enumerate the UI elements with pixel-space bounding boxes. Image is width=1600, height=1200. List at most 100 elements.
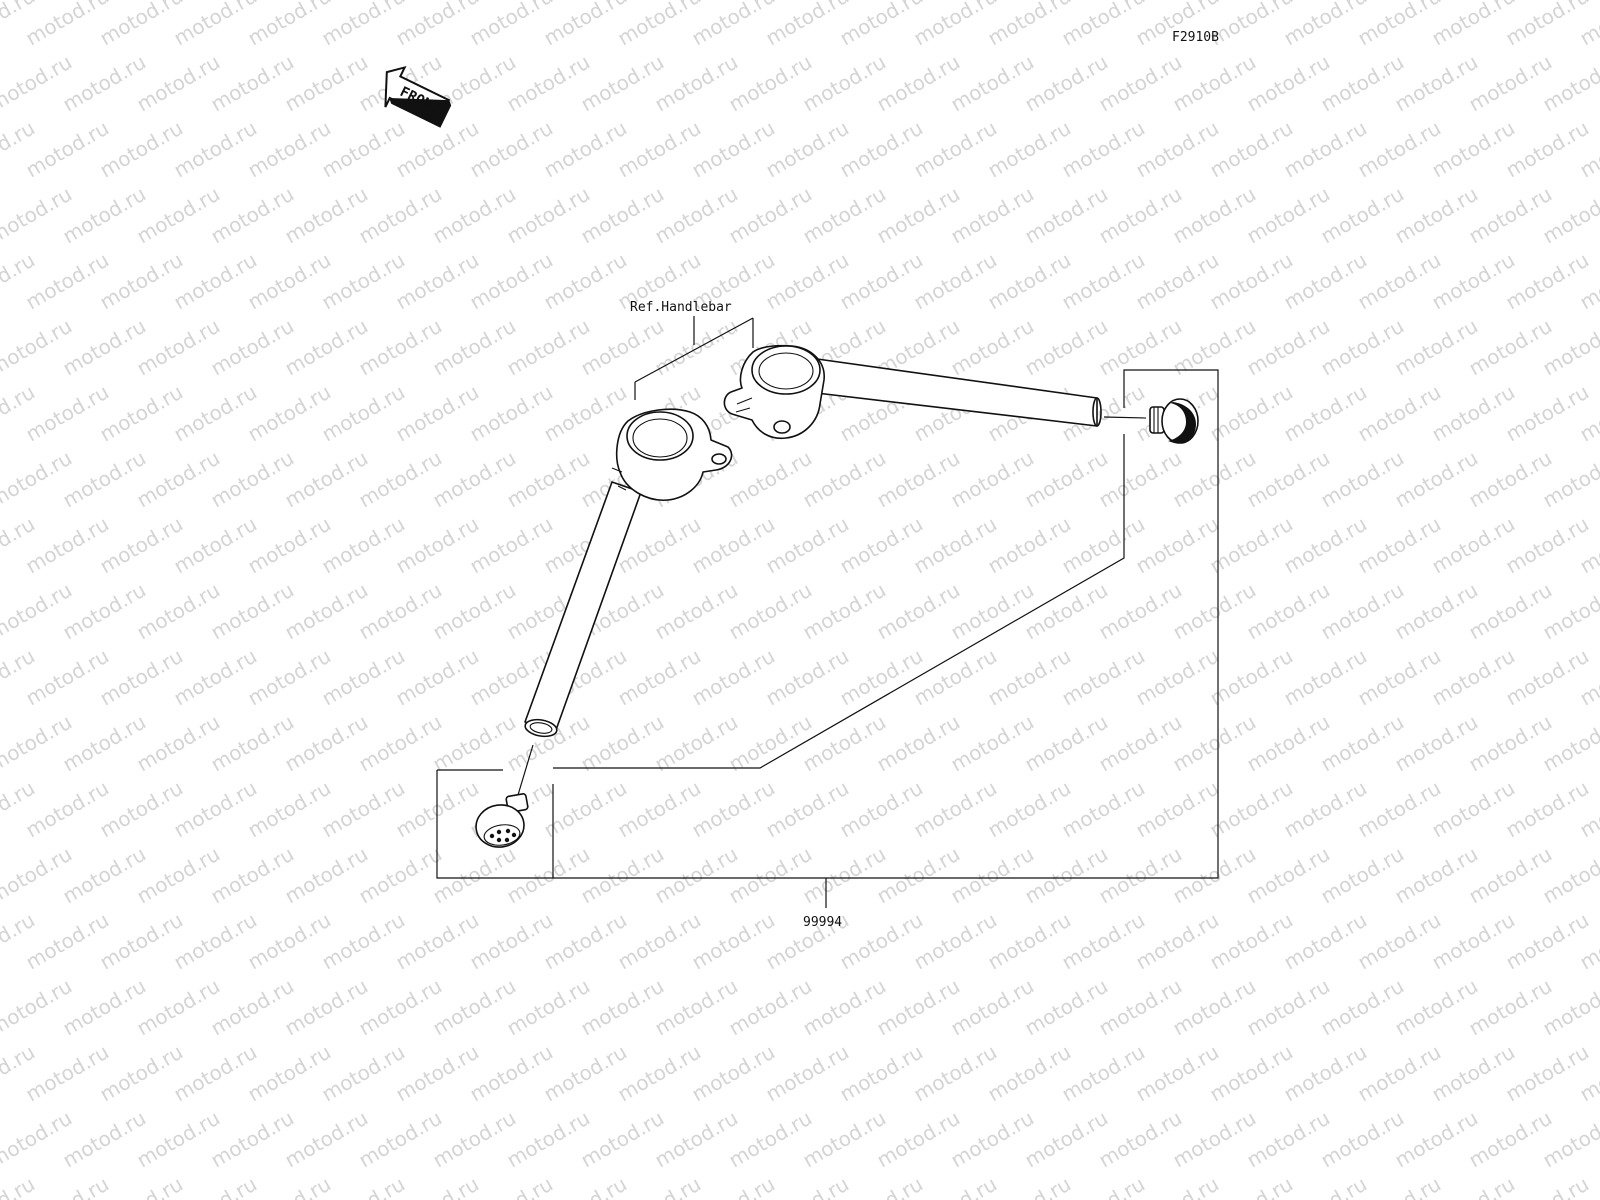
- watermark-text: motod.ru: [318, 776, 409, 843]
- watermark-text: motod.ru: [1132, 248, 1223, 315]
- watermark-text: motod.ru: [1206, 116, 1297, 183]
- watermark-text: motod.ru: [1465, 710, 1556, 777]
- watermark-text: motod.ru: [1243, 314, 1334, 381]
- watermark-text: motod.ru: [1317, 842, 1408, 909]
- watermark-text: motod.ru: [1354, 512, 1445, 579]
- watermark-text: motod.ru: [1021, 578, 1112, 645]
- watermark-text: motod.ru: [59, 1106, 150, 1173]
- watermark-text: motod.ru: [466, 0, 557, 50]
- watermark-text: motod.ru: [1428, 116, 1519, 183]
- watermark-text: motod.ru: [836, 0, 927, 50]
- watermark-text: motod.ru: [59, 314, 150, 381]
- watermark-text: motod.ru: [947, 314, 1038, 381]
- watermark-text: motod.ru: [466, 512, 557, 579]
- watermark-text: motod.ru: [1058, 248, 1149, 315]
- watermark-text: motod.ru: [651, 974, 742, 1041]
- watermark-text: motod.ru: [1280, 380, 1371, 447]
- watermark-text: motod.ru: [466, 1172, 557, 1200]
- watermark-text: motod.ru: [170, 1172, 261, 1200]
- watermark-text: motod.ru: [540, 908, 631, 975]
- watermark-text: motod.ru: [503, 182, 594, 249]
- watermark-text: motod.ru: [281, 50, 372, 117]
- watermark-text: motod.ru: [170, 1040, 261, 1107]
- watermark-text: motod.ru: [1465, 314, 1556, 381]
- watermark-text: motod.ru: [133, 578, 224, 645]
- part-group-outline: [436, 369, 1219, 879]
- watermark-text: motod.ru: [1465, 50, 1556, 117]
- watermark-text: motod.ru: [836, 1172, 927, 1200]
- watermark-text: motod.ru: [1206, 1040, 1297, 1107]
- watermark-text: motod.ru: [762, 1040, 853, 1107]
- watermark-text: motod.ru: [1391, 50, 1482, 117]
- watermark-text: motod.ru: [355, 182, 446, 249]
- watermark-text: motod.ru: [1354, 116, 1445, 183]
- watermark-text: motod.ru: [392, 1172, 483, 1200]
- watermark-text: motod.ru: [1021, 1106, 1112, 1173]
- watermark-text: motod.ru: [392, 908, 483, 975]
- watermark-text: motod.ru: [725, 446, 816, 513]
- diagram-code: F2910B: [1172, 30, 1219, 45]
- watermark-text: motod.ru: [1502, 644, 1593, 711]
- watermark-text: motod.ru: [910, 1172, 1001, 1200]
- watermark-text: motod.ru: [207, 1106, 298, 1173]
- watermark-text: motod.ru: [1354, 248, 1445, 315]
- watermark-text: motod.ru: [318, 644, 409, 711]
- watermark-text: motod.ru: [1502, 116, 1593, 183]
- watermark-text: motod.ru: [947, 50, 1038, 117]
- watermark-text: motod.ru: [429, 974, 520, 1041]
- watermark-text: motod.ru: [1169, 578, 1260, 645]
- watermark-text: motod.ru: [503, 842, 594, 909]
- watermark-text: motod.ru: [1095, 446, 1186, 513]
- watermark-text: motod.ru: [873, 842, 964, 909]
- watermark-text: motod.ru: [318, 380, 409, 447]
- watermark-text: motod.ru: [614, 0, 705, 50]
- watermark-text: motod.ru: [540, 1040, 631, 1107]
- watermark-text: motod.ru: [1243, 50, 1334, 117]
- watermark-text: motod.ru: [466, 248, 557, 315]
- watermark-text: motod.ru: [466, 908, 557, 975]
- watermark-text: motod.ru: [1280, 776, 1371, 843]
- watermark-text: motod.ru: [614, 1040, 705, 1107]
- watermark-text: motod.ru: [466, 380, 557, 447]
- watermark-text: motod.ru: [1354, 1172, 1445, 1200]
- watermark-text: motod.ru: [1206, 908, 1297, 975]
- watermark-text: motod.ru: [1317, 446, 1408, 513]
- watermark-text: motod.ru: [429, 446, 520, 513]
- watermark-text: motod.ru: [318, 1172, 409, 1200]
- watermark-text: motod.ru: [22, 908, 113, 975]
- watermark-text: motod.ru: [1465, 1106, 1556, 1173]
- watermark-text: motod.ru: [1465, 842, 1556, 909]
- watermark-text: motod.ru: [688, 116, 779, 183]
- watermark-text: motod.ru: [281, 314, 372, 381]
- watermark-text: motod.ru: [910, 116, 1001, 183]
- watermark-text: motod.ru: [614, 776, 705, 843]
- watermark-text: motod.ru: [1280, 116, 1371, 183]
- watermark-text: motod.ru: [688, 776, 779, 843]
- ref-handlebar-label: Ref.Handlebar: [630, 300, 732, 315]
- part-number-99994: 99994: [803, 915, 842, 930]
- watermark-text: motod.ru: [1132, 644, 1223, 711]
- front-arrow-icon: FRONT: [384, 65, 452, 128]
- watermark-text: motod.ru: [1428, 1172, 1519, 1200]
- watermark-text: motod.ru: [281, 842, 372, 909]
- watermark-text: motod.ru: [1095, 1106, 1186, 1173]
- watermark-text: motod.ru: [318, 1040, 409, 1107]
- watermark-text: motod.ru: [207, 710, 298, 777]
- watermark-text: motod.ru: [873, 974, 964, 1041]
- watermark-text: motod.ru: [355, 842, 446, 909]
- watermark-text: motod.ru: [873, 446, 964, 513]
- watermark-text: motod.ru: [318, 116, 409, 183]
- watermark-text: motod.ru: [1502, 1040, 1593, 1107]
- watermark-text: motod.ru: [355, 446, 446, 513]
- watermark-text: motod.ru: [1280, 248, 1371, 315]
- watermark-text: motod.ru: [22, 512, 113, 579]
- watermark-text: motod.ru: [96, 776, 187, 843]
- watermark-text: motod.ru: [1243, 182, 1334, 249]
- watermark-text: motod.ru: [1095, 50, 1186, 117]
- watermark-text: motod.ru: [1021, 974, 1112, 1041]
- watermark-text: motod.ru: [651, 710, 742, 777]
- watermark-text: motod.ru: [355, 578, 446, 645]
- watermark-text: motod.ru: [1243, 446, 1334, 513]
- watermark-text: motod.ru: [577, 50, 668, 117]
- watermark-text: motod.ru: [503, 446, 594, 513]
